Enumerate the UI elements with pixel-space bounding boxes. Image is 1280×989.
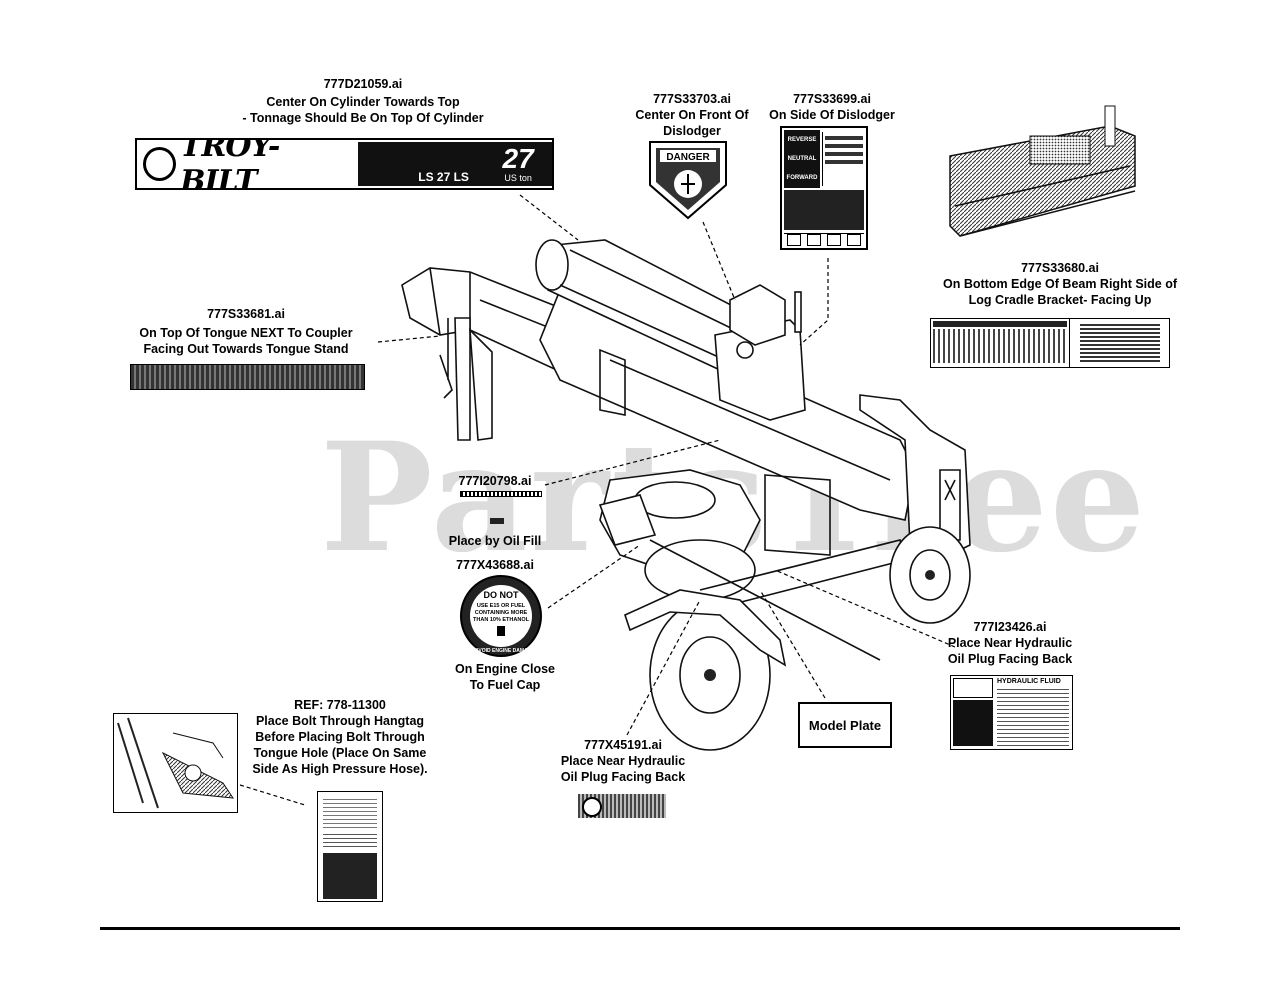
dislodger — [714, 284, 806, 421]
leader-hyd-center — [626, 599, 701, 736]
svg-text:CONTAINING MORE: CONTAINING MORE — [475, 610, 528, 616]
troybilt-logo: TROY-BILT — [180, 138, 280, 190]
label-hyd-plug-center: 777X45191.ai Place Near Hydraulic Oil Pl… — [560, 738, 686, 784]
fuel-pump-icon — [497, 626, 505, 636]
beam-detail-inset — [940, 96, 1140, 256]
troybilt-cylinder-decal: TROY-BILT LS 27 LS 27 US ton — [135, 138, 554, 190]
beam-decal — [930, 318, 1170, 368]
tongue-decal — [130, 364, 365, 390]
leader-oil-fill — [544, 439, 721, 486]
leader-tongue — [377, 335, 441, 343]
warning-block: LS 27 LS — [358, 142, 485, 186]
svg-text:DO NOT: DO NOT — [484, 590, 520, 600]
label-fuel-cap: On Engine Close To Fuel Cap — [454, 662, 555, 692]
leader-dislodger-front — [702, 221, 736, 301]
svg-text:USE E15 OR FUEL: USE E15 OR FUEL — [477, 603, 526, 609]
label-oil-fill: Place by Oil Fill — [448, 534, 542, 548]
leader-hyd-right — [774, 569, 956, 648]
model-plate: Model Plate — [798, 702, 892, 748]
label-fuel-cap-code: 777X43688.ai — [456, 558, 534, 572]
label-tongue: 777S33681.ai On Top Of Tongue NEXT To Co… — [139, 307, 353, 356]
plug-icon — [582, 797, 602, 817]
main-beam — [539, 288, 916, 521]
pictogram-icon — [827, 234, 841, 246]
leader-fuel-cap — [547, 544, 641, 609]
tongue-stand — [439, 317, 493, 441]
right-wheel — [889, 526, 971, 624]
hydraulic-fluid-decal: HYDRAULIC FLUID — [950, 675, 1073, 750]
label-beam: 777S33680.ai On Bottom Edge Of Beam Righ… — [942, 261, 1178, 307]
label-hyd-plug-right: 777I23426.ai Place Near Hydraulic Oil Pl… — [947, 620, 1073, 666]
leader-model-plate — [759, 589, 826, 699]
oil-fill-decal — [460, 491, 542, 497]
label-hangtag: REF: 778-11300 Place Bolt Through Hangta… — [252, 698, 428, 776]
label-dislodger-side: 777S33699.ai On Side Of Dislodger — [769, 92, 895, 122]
left-wheel — [624, 589, 787, 751]
hydraulic-plug-decal — [578, 794, 666, 818]
svg-text:THAN 10% ETHANOL: THAN 10% ETHANOL — [473, 617, 530, 623]
hydraulic-fluid-title: HYDRAULIC FLUID — [997, 678, 1061, 685]
tonnage-value: 27 — [502, 143, 534, 174]
tonnage-block: 27 US ton — [484, 142, 552, 186]
leader-cylinder — [519, 194, 579, 241]
pictogram-icon — [847, 234, 861, 246]
engine — [598, 469, 761, 601]
fuel-warning-decal: DO NOT USE E15 OR FUEL CONTAINING MORE T… — [460, 575, 542, 657]
danger-text: DANGER — [666, 152, 710, 163]
danger-decal: DANGER — [649, 141, 727, 220]
hydraulic-cylinder — [535, 239, 761, 371]
pictogram-icon — [807, 234, 821, 246]
troybilt-logo-icon — [143, 147, 177, 181]
leader-dislodger-side — [799, 258, 829, 346]
bottom-rule — [100, 927, 1180, 930]
label-cylinder: 777D21059.ai Center On Cylinder Towards … — [242, 77, 484, 125]
fuel-ring-text: TO AVOID ENGINE DAMAGE — [467, 648, 535, 654]
label-dislodger-front: 777S33703.ai Center On Front Of Dislodge… — [635, 92, 749, 138]
hangtag-inset — [113, 713, 238, 813]
label-oil-fill-code: 777I20798.ai — [458, 474, 532, 488]
pictogram-icon — [787, 234, 801, 246]
oil-fill-icon — [490, 518, 504, 524]
leader-hangtag — [239, 784, 306, 806]
tonnage-unit: US ton — [504, 173, 532, 183]
dislodger-side-decal: REVERSE NEUTRAL FORWARD — [780, 126, 868, 250]
hangtag-card — [317, 791, 383, 902]
